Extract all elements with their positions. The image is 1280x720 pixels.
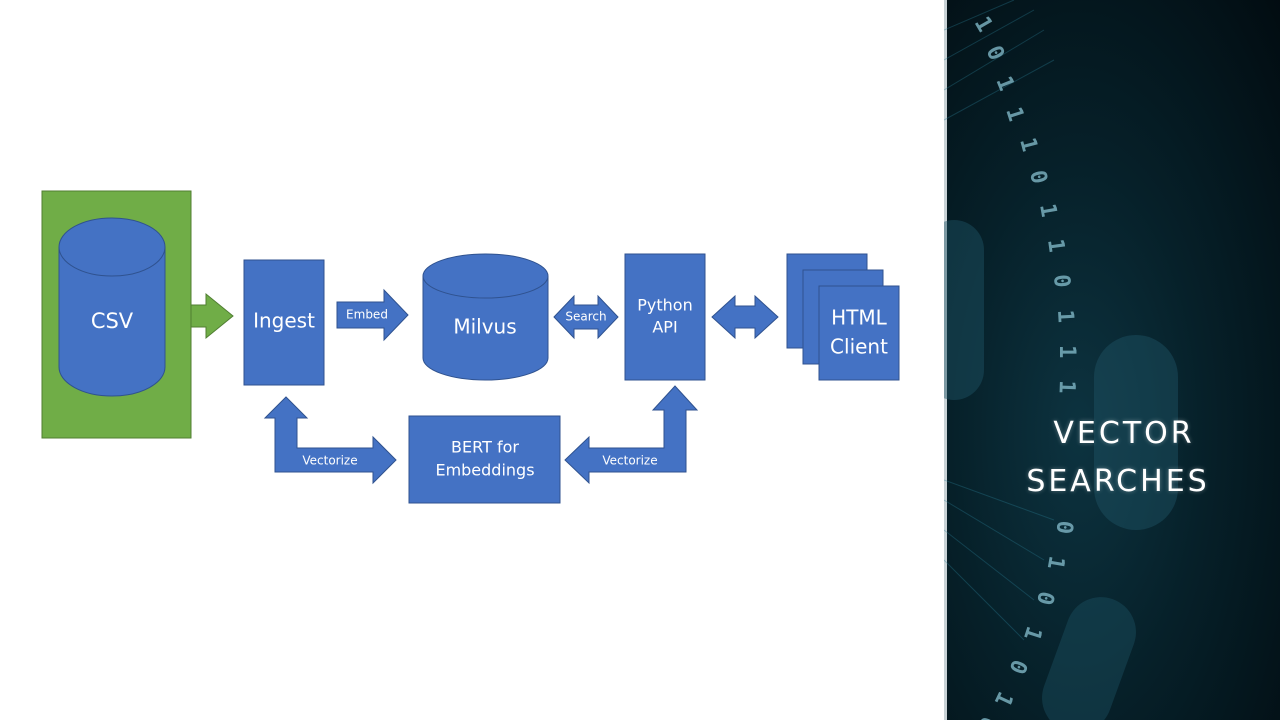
vectorize-left-label: Vectorize <box>302 454 357 468</box>
ingest-label: Ingest <box>253 309 315 333</box>
milvus-cylinder <box>422 253 549 381</box>
python-api-label-line2: API <box>652 318 677 337</box>
vectorize-right-label: Vectorize <box>602 454 657 468</box>
binary-background: 1 0 1 1 1 0 1 1 0 1 1 1 0 1 0 1 0 1 0 <box>944 0 1178 720</box>
milvus-label: Milvus <box>453 315 516 339</box>
svg-text:0: 0 <box>1024 168 1051 186</box>
panel-title-line1: VECTOR <box>1053 416 1195 451</box>
client-box-front <box>818 285 900 381</box>
html-client-label-line1: HTML <box>831 306 888 330</box>
vectorize-right-arrow <box>564 385 699 485</box>
csv-to-ingest-arrow <box>190 292 234 340</box>
svg-text:0: 0 <box>972 712 1000 720</box>
embed-label: Embed <box>346 308 388 322</box>
api-client-arrow <box>711 294 779 340</box>
svg-text:1: 1 <box>1042 554 1069 571</box>
search-label: Search <box>565 310 606 324</box>
html-client-label-line2: Client <box>830 335 888 359</box>
panel-title-line2: SEARCHES <box>1026 464 1210 499</box>
svg-text:0: 0 <box>1048 273 1074 288</box>
python-api-box <box>624 253 706 381</box>
architecture-diagram: CSV Ingest Embed Milvus Search Python AP… <box>41 190 900 504</box>
svg-text:0: 0 <box>1051 519 1077 535</box>
svg-text:1: 1 <box>1054 380 1079 394</box>
search-arrow <box>553 294 619 340</box>
svg-text:0: 0 <box>1003 656 1031 678</box>
embed-arrow <box>336 288 409 342</box>
csv-cylinder <box>58 217 166 397</box>
svg-text:1: 1 <box>1034 202 1061 219</box>
ingest-box <box>243 259 325 386</box>
bert-box <box>408 415 561 504</box>
side-panel: 1 0 1 1 1 0 1 1 0 1 1 1 0 1 0 1 0 1 0 VE… <box>944 0 1280 720</box>
svg-text:1: 1 <box>1052 309 1078 324</box>
csv-label: CSV <box>91 309 134 333</box>
vectorize-left-arrow <box>263 396 397 485</box>
svg-text:1: 1 <box>1014 135 1042 154</box>
bert-label-line2: Embeddings <box>435 461 534 480</box>
svg-text:0: 0 <box>981 42 1009 65</box>
bert-label-line1: BERT for <box>451 438 519 457</box>
python-api-label-line1: Python <box>637 296 692 315</box>
svg-text:1: 1 <box>1054 345 1079 358</box>
svg-text:0: 0 <box>1031 589 1058 608</box>
svg-text:1: 1 <box>989 687 1017 710</box>
panel-divider <box>944 0 947 720</box>
svg-text:1: 1 <box>990 73 1018 95</box>
svg-text:1: 1 <box>1000 104 1028 124</box>
svg-text:1: 1 <box>1042 237 1069 254</box>
svg-text:1: 1 <box>1018 623 1046 643</box>
